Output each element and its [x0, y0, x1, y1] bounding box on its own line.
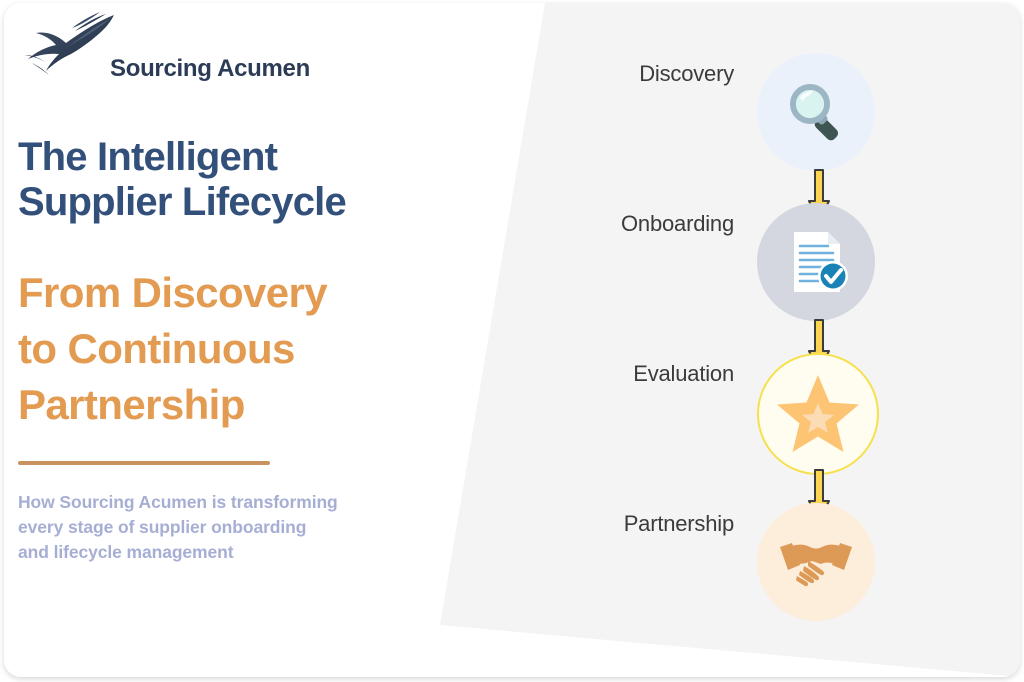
stage-circle-evaluation — [757, 353, 879, 475]
headline-line-1: The Intelligent — [18, 135, 278, 179]
flow-stage-partnership: Partnership — [544, 503, 944, 625]
flow-stage-onboarding: Onboarding — [544, 203, 944, 372]
stage-circle-partnership — [757, 503, 875, 621]
star-icon — [773, 369, 863, 459]
flow-stage-evaluation: Evaluation — [544, 353, 944, 522]
description-line-3: and lifecycle management — [18, 542, 234, 562]
right-grey-panel — [440, 3, 1020, 677]
brand-name: Sourcing Acumen — [110, 55, 310, 82]
headline-line-2: Supplier Lifecycle — [18, 180, 347, 224]
stage-label-discovery: Discovery — [639, 61, 734, 86]
stage-circle-discovery — [757, 53, 875, 171]
stage-label-onboarding: Onboarding — [621, 211, 734, 236]
description-line-2: every stage of supplier onboarding — [18, 517, 307, 537]
magnifying-glass-icon — [780, 76, 852, 148]
eagle-icon — [18, 11, 122, 83]
stage-circle-onboarding — [757, 203, 875, 321]
page-subtitle: From Discovery to Continuous Partnership — [18, 265, 508, 433]
stage-label-partnership: Partnership — [623, 511, 735, 536]
flow-stage-discovery: Discovery — [544, 53, 944, 222]
slide-card: Sourcing Acumen The Intelligent Supplier… — [4, 3, 1020, 677]
divider — [18, 461, 270, 465]
subhead-line-3: Partnership — [18, 381, 245, 428]
brand-logo: Sourcing Acumen — [18, 11, 318, 89]
subhead-line-1: From Discovery — [18, 269, 328, 316]
description-text: How Sourcing Acumen is transforming ever… — [18, 490, 473, 565]
subhead-line-2: to Continuous — [18, 325, 295, 372]
description-line-1: How Sourcing Acumen is transforming — [18, 492, 338, 512]
document-check-icon — [780, 226, 852, 298]
handshake-icon — [778, 537, 854, 587]
stage-label-evaluation: Evaluation — [633, 361, 734, 386]
page-title: The Intelligent Supplier Lifecycle — [18, 135, 498, 225]
